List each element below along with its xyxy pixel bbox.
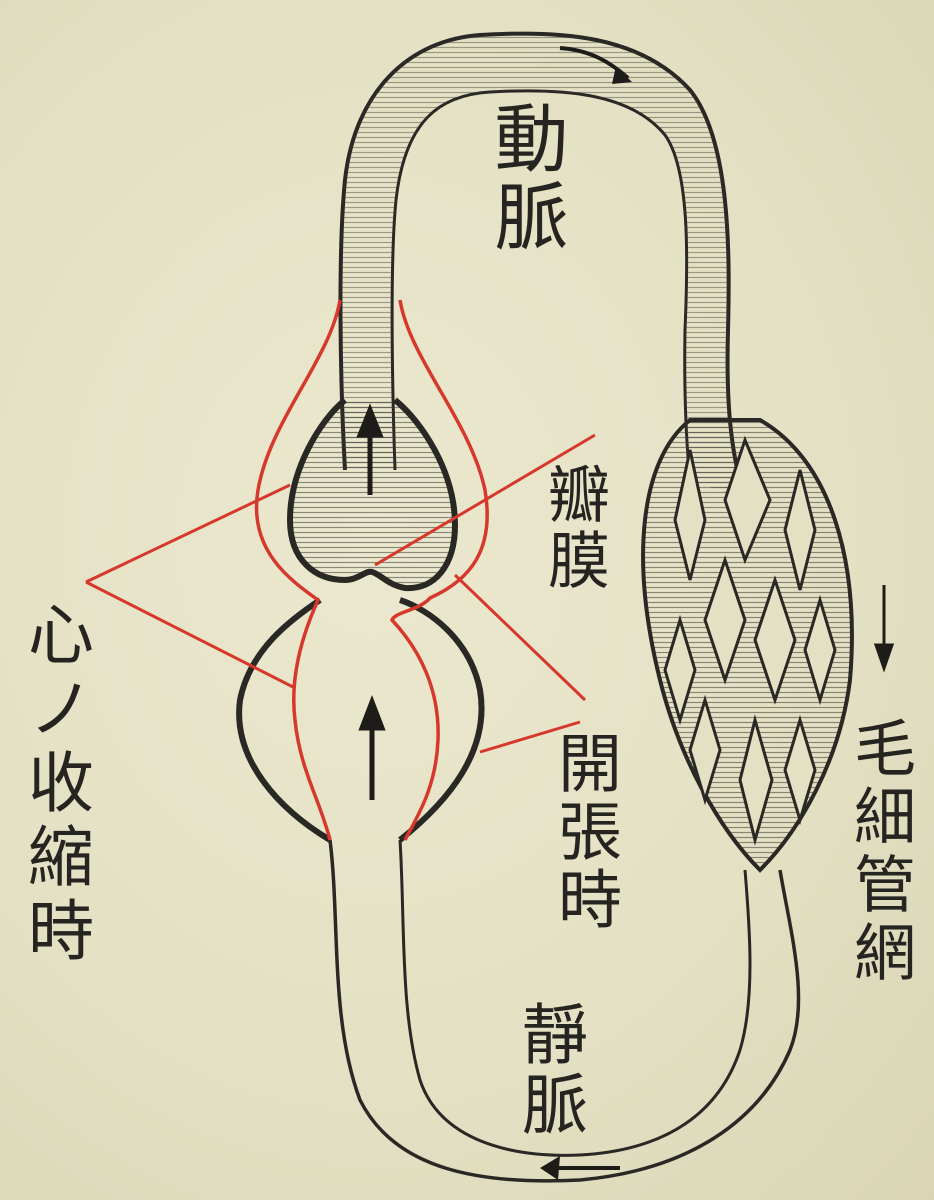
label-capillary: 毛細管網 [848, 716, 910, 988]
vein-flow-arrowhead [540, 1156, 560, 1180]
label-artery: 動脈 [488, 100, 562, 256]
label-vein: 靜脈 [516, 1000, 582, 1140]
label-valve: 瓣膜 [542, 462, 604, 594]
heart-lower-chamber [239, 600, 481, 840]
capillary-flow-arrow [876, 585, 892, 668]
label-contraction: 心ノ收縮時 [22, 600, 88, 970]
label-dilation: 開張時 [552, 730, 616, 934]
